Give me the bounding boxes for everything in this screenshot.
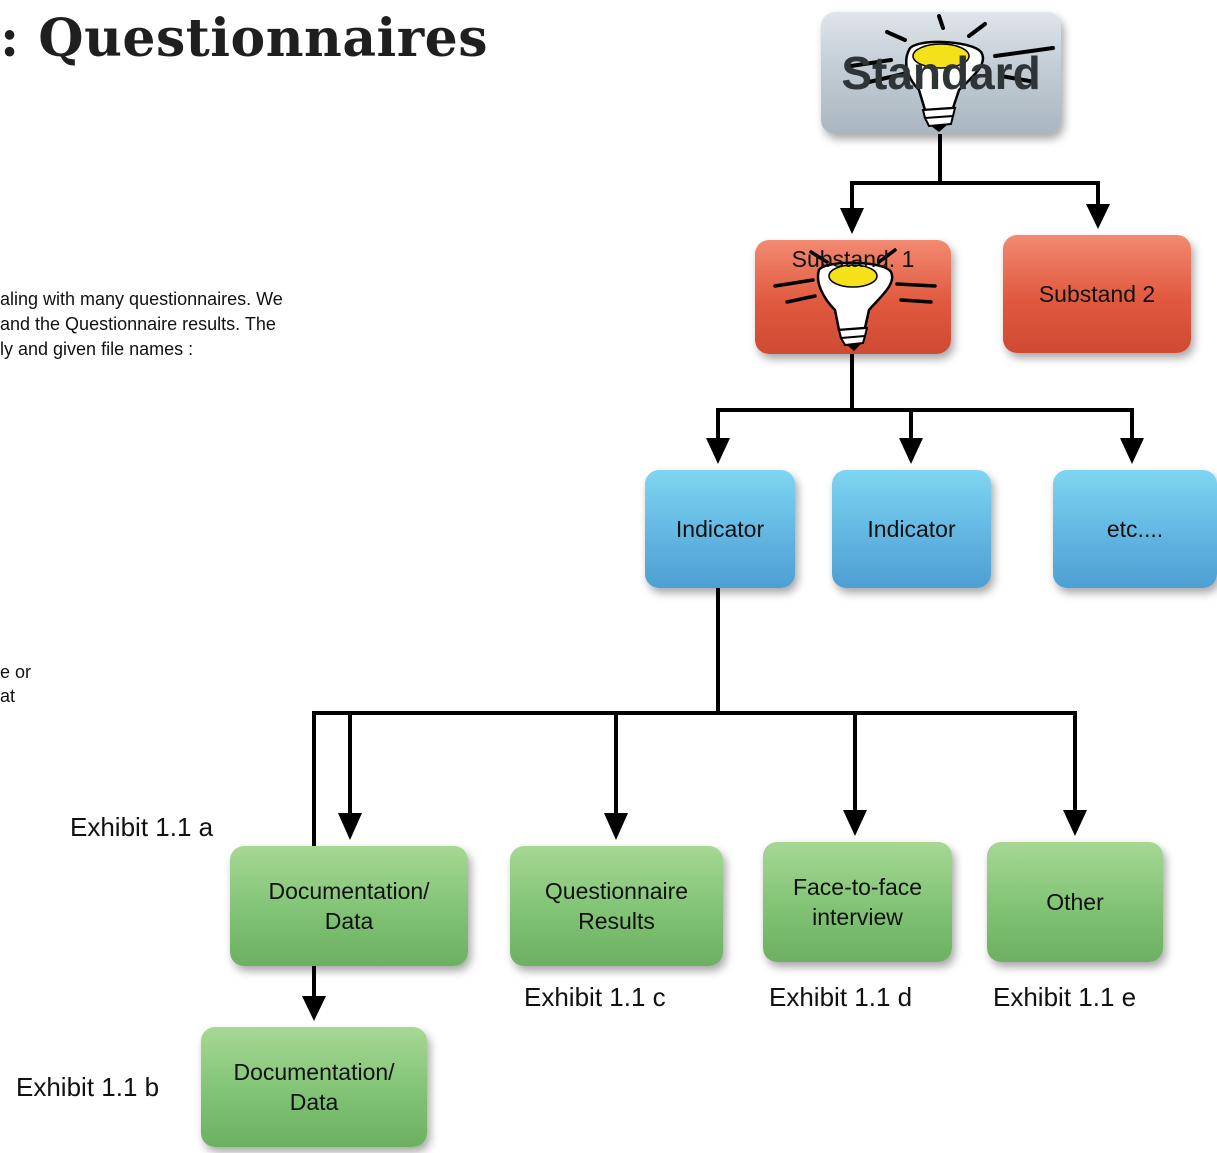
indicator-node: Indicator — [832, 470, 991, 588]
exhibit-label-a: Exhibit 1.1 a — [70, 812, 214, 842]
questionnaire-results-node: Questionnaire Results — [510, 846, 723, 966]
face-to-face-interview-node: Face-to-face interview — [763, 842, 952, 962]
indicator-node: Indicator — [645, 470, 795, 588]
lightbulb-icon — [773, 248, 937, 351]
face-to-face-interview-label: Face-to-face interview — [792, 874, 923, 930]
other-node: Other — [987, 842, 1163, 962]
questionnaire-results-label: Questionnaire Results — [544, 878, 689, 934]
substand-2-node: Substand 2 — [1003, 235, 1191, 353]
page-heading: : Questionnaires — [0, 8, 489, 69]
paragraph-line: and the Questionnaire results. The — [0, 314, 276, 334]
intro-paragraph: aling with many questionnaires. We and t… — [0, 287, 283, 362]
arrowhead — [840, 208, 864, 234]
other-label: Other — [1046, 889, 1104, 915]
paragraph-line: aling with many questionnaires. We — [0, 289, 283, 309]
indicator-etc-node: etc.... — [1053, 470, 1217, 588]
exhibit-label-d: Exhibit 1.1 d — [769, 982, 913, 1012]
documentation-data-node-2: Documentation/ Data — [201, 1027, 427, 1147]
exhibit-label-c: Exhibit 1.1 c — [524, 982, 666, 1012]
documentation-data-node: Documentation/ Data — [230, 846, 468, 966]
standard-label: Standard — [841, 47, 1041, 99]
arrowhead — [1086, 204, 1110, 229]
indicator-etc-label: etc.... — [1106, 516, 1164, 542]
arrowhead — [706, 438, 730, 464]
exhibit-label-b: Exhibit 1.1 b — [16, 1072, 160, 1102]
arrowhead — [338, 813, 362, 840]
paragraph-line: at — [0, 686, 16, 706]
substand-1-node: Substand. 1 — [755, 240, 951, 354]
standard-node: Standard — [821, 12, 1061, 134]
arrowhead — [302, 996, 326, 1021]
paragraph-line: e or — [0, 662, 32, 682]
arrowhead — [1063, 810, 1087, 836]
documentation-data-label: Documentation/ Data — [268, 878, 430, 934]
arrowhead — [604, 813, 628, 840]
indicator-label: Indicator — [675, 516, 765, 542]
arrowhead — [1120, 438, 1144, 464]
secondary-paragraph: e or at — [0, 660, 31, 708]
substand-2-label: Substand 2 — [1038, 281, 1156, 307]
indicator-label: Indicator — [867, 516, 956, 542]
documentation-data-label-2: Documentation/ Data — [233, 1059, 395, 1115]
arrowhead — [843, 810, 867, 836]
exhibit-label-e: Exhibit 1.1 e — [993, 982, 1137, 1012]
arrowhead — [899, 438, 923, 464]
lightbulb-icon — [849, 14, 1055, 132]
paragraph-line: ly and given file names : — [0, 339, 194, 359]
substand-1-label: Substand. 1 — [791, 246, 915, 272]
